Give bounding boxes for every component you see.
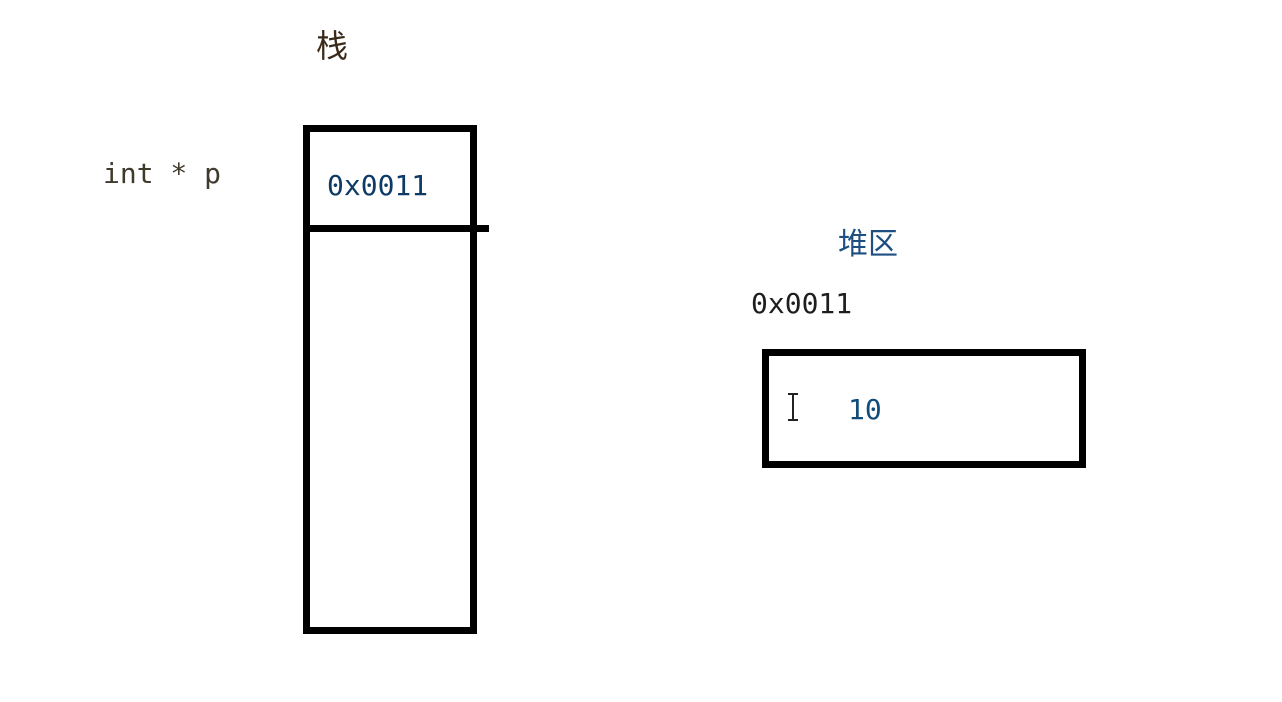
stack-cell-value: 0x0011 — [327, 169, 429, 202]
stack-title: 栈 — [316, 27, 349, 65]
stack-cell-divider — [303, 225, 489, 232]
heap-address-label: 0x0011 — [751, 287, 853, 320]
pointer-variable-label: int * p — [103, 157, 222, 190]
heap-title: 堆区 — [838, 227, 898, 262]
heap-cell-value: 10 — [848, 393, 882, 426]
stack-box — [303, 125, 477, 634]
heap-box — [762, 349, 1086, 468]
text-cursor-icon — [788, 393, 798, 421]
